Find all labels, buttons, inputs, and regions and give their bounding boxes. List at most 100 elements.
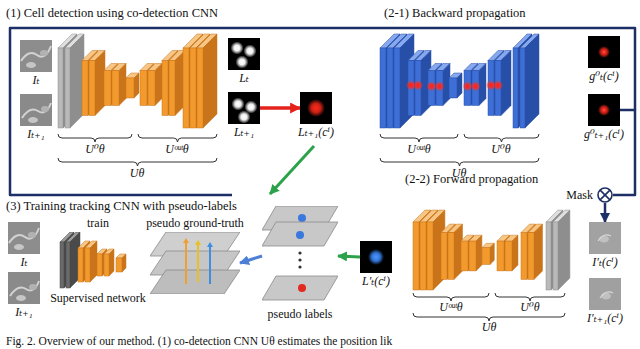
layer-front (82, 61, 88, 116)
brace (413, 293, 489, 301)
layer-side (189, 34, 203, 128)
layer-side (447, 224, 456, 279)
node-label: pseudo ground-truth (146, 217, 244, 230)
label-dot (298, 214, 306, 222)
map-ground (300, 92, 332, 124)
cell-outline (22, 103, 51, 118)
node-label: L′ₜ(cⁱ) (362, 275, 390, 288)
layer-side (490, 243, 494, 264)
layer-front (380, 48, 386, 128)
blob (231, 42, 244, 55)
brace (495, 293, 565, 301)
tracking-network-drawing (54, 232, 142, 290)
layer-front (78, 248, 83, 282)
activation-dot (438, 85, 441, 88)
pseudo-label-map-drawing (360, 241, 392, 273)
layer-side (534, 224, 543, 279)
network-part-label: U⁰θ (491, 143, 510, 156)
layer-side (386, 34, 400, 128)
cell-outline (600, 292, 613, 298)
node-label: Supervised network (50, 292, 146, 305)
cell-outline (10, 281, 39, 296)
mask-operator: Mask (597, 187, 613, 203)
network-part-label: U⁰θ (520, 301, 539, 314)
masked-image: I′ₜ₊₁(cⁱ) (589, 278, 621, 310)
input-image-drawing (20, 94, 52, 126)
layer-side (155, 64, 162, 106)
label-sheet (262, 222, 338, 246)
layer-front (413, 222, 419, 290)
activation-dot (497, 84, 500, 87)
node-label: I′ₜ(cⁱ) (592, 256, 617, 269)
activation-dot (474, 85, 477, 88)
map-ground (228, 92, 260, 124)
layer-front (546, 222, 551, 290)
gradient-map: g⁰ₜ(cⁱ) (588, 36, 620, 68)
node-label: Lₜ (239, 72, 249, 85)
activation-dot (490, 84, 493, 87)
node-label: Iₜ₊₁ (15, 306, 32, 319)
tracking-network: trainSupervised network (54, 232, 142, 290)
section-heading: (2-1) Backward propagation (384, 6, 526, 21)
layer-front (60, 242, 64, 288)
gradient-map: g⁰ₜ₊₁(cⁱ) (588, 94, 620, 126)
gradient-map-drawing (588, 94, 620, 126)
likelihood-map: Lₜ₊₁ (228, 92, 260, 124)
layer-side (527, 224, 536, 279)
layer-front (116, 258, 122, 272)
brace (138, 134, 217, 142)
input-image-drawing (8, 222, 40, 254)
layer-side (476, 235, 482, 271)
cell-body (26, 62, 36, 68)
input-image-drawing (20, 40, 52, 72)
layer-side (501, 51, 511, 116)
map-ground (228, 38, 260, 70)
layer-front (148, 71, 155, 106)
flow-arrow (270, 146, 314, 194)
section-heading: (1) Cell detection using co-detection CN… (6, 6, 218, 21)
masked-image-drawing (589, 278, 621, 310)
layer-side (203, 34, 217, 128)
motion-arrowhead (183, 238, 189, 243)
layer-side (95, 51, 105, 116)
cell-body (29, 284, 37, 290)
cell-body (28, 117, 38, 123)
cell-body (14, 244, 24, 250)
cell-image (8, 272, 40, 304)
layer-front (169, 61, 175, 116)
blob (244, 45, 257, 58)
layer-front (420, 222, 426, 290)
activation-glow (471, 81, 481, 91)
activation-dot (417, 84, 420, 87)
cell-body (28, 232, 36, 238)
selected-cell-map: Lₜ₊₁(cⁱ) (300, 92, 332, 124)
cell-image (20, 94, 52, 126)
layer-front (140, 71, 147, 106)
layer-front (513, 48, 518, 128)
node-label: train (87, 217, 109, 230)
input-image: Iₜ₊₁ (8, 272, 40, 304)
pseudo-label-map: L′ₜ(cⁱ) (360, 241, 392, 273)
blob (232, 98, 245, 111)
pseudo-ground-truth: pseudo ground-truth (150, 232, 240, 294)
blob (238, 111, 251, 124)
layer-side (457, 73, 462, 98)
network-label: Uθ (482, 321, 497, 334)
multiply-cross (600, 190, 610, 200)
pseudo-label-stack-drawing (262, 206, 338, 306)
layer-front (190, 48, 196, 128)
layer-front (197, 48, 203, 128)
masked-ground (589, 278, 621, 310)
network-part-label: Uᵒᵘᵗθ (165, 143, 189, 156)
layer-front (441, 233, 447, 280)
map-ground (360, 241, 392, 273)
node-label: Iₜ₊₁ (27, 128, 44, 141)
activation-glow (493, 80, 503, 90)
layer-front (520, 48, 525, 128)
ellipsis-dot (298, 258, 301, 261)
likelihood-map: Lₜ (228, 38, 260, 70)
layer-side (122, 254, 126, 272)
cell-outline (21, 46, 51, 61)
input-image-drawing (8, 272, 40, 304)
